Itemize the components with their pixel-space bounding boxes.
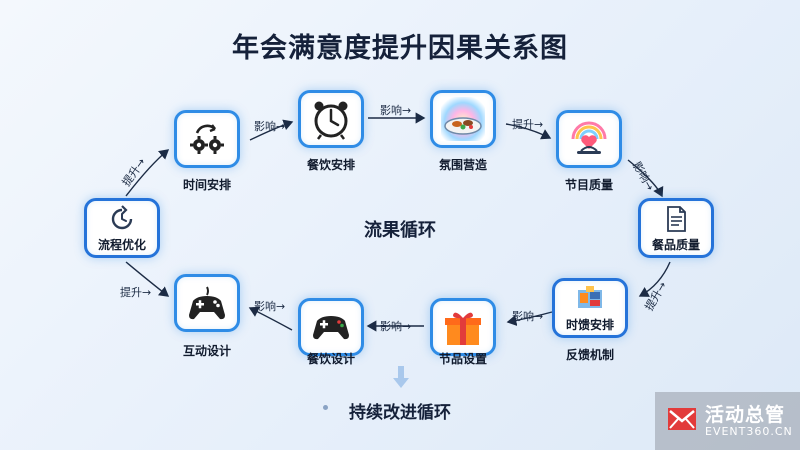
arrow-feedback-to-gift: [506, 311, 553, 327]
arrow-process-to-time: [125, 149, 170, 197]
down-arrow-icon: [393, 366, 409, 388]
connector-label-10: 影响→: [512, 310, 544, 323]
gamepad-icon: [189, 286, 225, 320]
center-loop-label: 流果循环: [364, 220, 436, 241]
arrow-food-to-feedback: [638, 261, 671, 297]
feedback-collage-icon: [578, 285, 602, 308]
heart-rainbow-icon: [571, 121, 607, 154]
node-food-quality[interactable]: 餐品质量: [638, 198, 714, 258]
connector-label-7: 提升→: [120, 286, 152, 299]
node-feedback-mechanism-label: 反馈机制: [565, 348, 614, 362]
brand-name: 活动总管: [705, 404, 786, 426]
node-interaction-design-label: 互动设计: [182, 344, 231, 358]
connector-label-2: 影响→: [254, 120, 286, 133]
node-atmosphere-label: 氛围营造: [438, 158, 487, 172]
node-catering-schedule-label: 餐饮安排: [306, 158, 355, 172]
arrow-atmosphere-to-program: [505, 123, 552, 140]
document-icon: [667, 205, 686, 232]
brand-watermark: 活动总管 EVENT360.CN: [655, 392, 800, 450]
arrow-cateringdesign-to-interaction: [248, 306, 293, 331]
refresh-clock-icon: [111, 204, 133, 229]
arrow-program-to-food: [627, 159, 664, 198]
envelope-logo-icon: [668, 408, 696, 430]
node-gift-setting[interactable]: [430, 298, 496, 356]
node-catering-schedule[interactable]: [298, 90, 364, 148]
connector-label-9: 影响→: [380, 320, 412, 333]
gears-cycle-icon: [190, 124, 224, 154]
node-process-optimization[interactable]: 流程优化: [84, 198, 160, 258]
bullet-dot: [323, 405, 328, 410]
node-program-quality[interactable]: [556, 110, 622, 168]
page-title: 年会满意度提升因果关系图: [232, 33, 568, 64]
node-program-quality-label: 节目质量: [564, 178, 613, 192]
arrow-time-to-catering: [249, 119, 294, 141]
node-process-optimization-label: 流程优化: [97, 237, 146, 252]
node-gift-setting-label: 节品设置: [438, 352, 487, 366]
node-atmosphere[interactable]: [430, 90, 496, 148]
node-interaction-design[interactable]: [174, 274, 240, 332]
brand-site: EVENT360.CN: [705, 425, 793, 438]
node-time-schedule-label: 时间安排: [182, 178, 231, 192]
bottom-loop-label: 持续改进循环: [349, 403, 451, 423]
node-time-schedule[interactable]: [174, 110, 240, 168]
alarm-clock-icon: [314, 101, 348, 140]
arrow-process-to-interaction: [125, 261, 170, 297]
gamepad-icon: [313, 316, 349, 340]
gift-box-icon: [445, 312, 481, 345]
node-feedback-mechanism[interactable]: 时馈安排: [552, 278, 628, 338]
connector-label-8: 影响→: [254, 300, 286, 313]
connector-label-4: 提升→: [512, 118, 544, 131]
node-feedback-inner-label: 时馈安排: [565, 317, 614, 332]
node-food-quality-label: 餐品质量: [651, 237, 700, 252]
node-catering-design-label: 餐饮设计: [306, 352, 355, 366]
connector-label-3: 影响→: [380, 104, 412, 117]
food-plate-icon: [441, 97, 485, 141]
node-catering-design[interactable]: [298, 298, 364, 356]
